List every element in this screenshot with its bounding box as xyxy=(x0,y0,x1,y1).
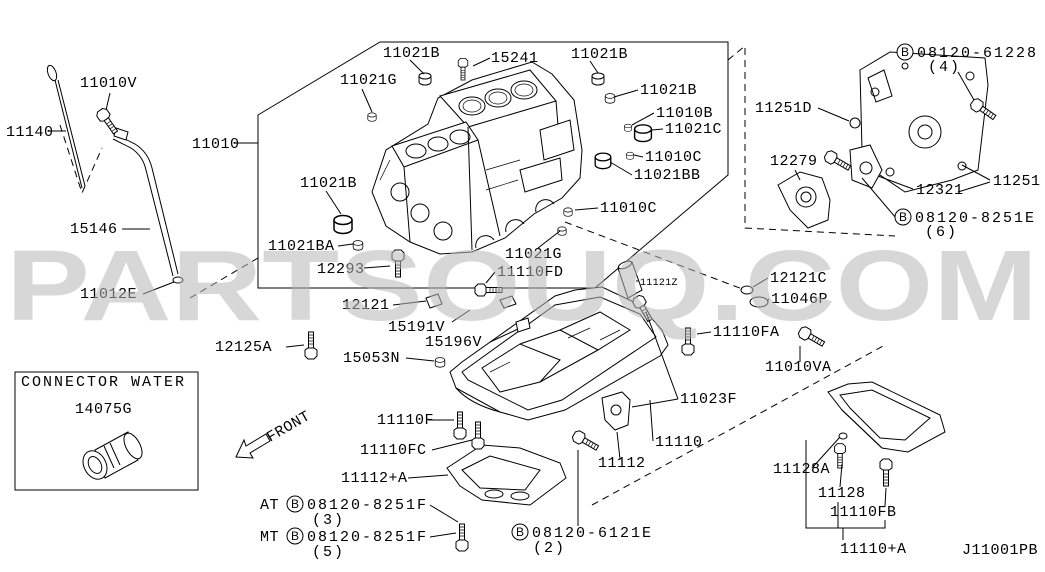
oil-level-gauge xyxy=(46,64,86,189)
water-connector xyxy=(82,431,143,480)
oil-pan-upper xyxy=(425,286,669,421)
oil-pan-lower xyxy=(827,381,946,453)
bolt-symbol-icon xyxy=(286,495,304,513)
callout-11110F[interactable]: 11110F xyxy=(377,412,434,429)
bolt-symbol-icon xyxy=(894,208,912,226)
callout-12279[interactable]: 12279 xyxy=(770,153,818,170)
o-ring xyxy=(740,285,754,295)
callout-15241[interactable]: 15241 xyxy=(491,50,539,67)
bolt-spec-08120-6121E[interactable]: B 08120-6121E (2) xyxy=(511,523,653,557)
callout-11121Z[interactable]: 11121Z xyxy=(640,278,678,289)
bolt-symbol-letter: B xyxy=(291,529,299,543)
bolt-spec-qty: (4) xyxy=(928,59,961,76)
plug-11251d xyxy=(849,117,861,129)
callout-15146[interactable]: 15146 xyxy=(70,221,118,238)
callout-11110FA[interactable]: 11110FA xyxy=(713,324,780,341)
callout-11021B[interactable]: 11021B xyxy=(640,82,697,99)
callout-11010VA[interactable]: 11010VA xyxy=(765,359,832,376)
callout-11110FB[interactable]: 11110FB xyxy=(830,504,897,521)
bolt-spec-prefix: MT xyxy=(260,529,279,546)
bolt-spec-08120-8251E[interactable]: B 08120-8251E (6) xyxy=(894,208,1036,241)
baffle-plate xyxy=(446,444,567,506)
bolt-spec-qty: (6) xyxy=(925,224,958,241)
callout-11112-A[interactable]: 11112+A xyxy=(341,470,408,487)
callout-15053N[interactable]: 15053N xyxy=(343,350,400,367)
bolt-spec-code[interactable]: 08120-6121E xyxy=(532,525,653,542)
oil-strainer xyxy=(601,391,631,431)
callout-11128[interactable]: 11128 xyxy=(818,485,866,502)
callout-11110FD[interactable]: 11110FD xyxy=(497,264,564,281)
bolt-spec-qty: (3) xyxy=(312,512,345,529)
callout-11110[interactable]: 11110 xyxy=(655,434,703,451)
bolt-spec-08120-61228[interactable]: B 08120-61228 (4) xyxy=(896,43,1038,76)
diagram-code: J11001PB xyxy=(962,542,1038,559)
bolt-spec-code[interactable]: 08120-8251F xyxy=(307,529,428,546)
bolt-symbol-icon xyxy=(511,523,529,541)
callout-11251D[interactable]: 11251D xyxy=(755,100,812,117)
watermark: PARTSOUQ.COM xyxy=(6,230,1038,342)
rear-plate-gasket xyxy=(849,144,883,189)
callout-11112[interactable]: 11112 xyxy=(598,455,646,472)
callout-11128A[interactable]: 11128A xyxy=(773,461,830,478)
bolt-spec-qty: (2) xyxy=(533,540,566,557)
callout-12321[interactable]: 12321 xyxy=(916,182,964,199)
cylinder-block xyxy=(371,61,583,255)
callout-11010C[interactable]: 11010C xyxy=(645,149,702,166)
bolt-spec-mt-08120-8251F[interactable]: MT B 08120-8251F (5) xyxy=(260,527,428,561)
gasket xyxy=(749,296,769,308)
engine-block-frame xyxy=(257,41,729,289)
bolt-spec-code[interactable]: 08120-61228 xyxy=(917,45,1038,62)
connector-water-inset: CONNECTOR WATER 14075G xyxy=(14,371,199,491)
callout-15191V[interactable]: 15191V xyxy=(388,319,445,336)
front-label: FRONT xyxy=(264,408,314,446)
callout-11021B[interactable]: 11021B xyxy=(383,45,440,62)
bolt-symbol-letter: B xyxy=(901,45,909,59)
bolt-spec-code[interactable]: 08120-8251F xyxy=(307,497,428,514)
callout-11251[interactable]: 11251 xyxy=(993,173,1041,190)
callout-11010B[interactable]: 11010B xyxy=(656,105,713,122)
bolt-symbol-letter: B xyxy=(291,497,299,511)
callout-11021B[interactable]: 11021B xyxy=(571,46,628,63)
callout-11021BA[interactable]: 11021BA xyxy=(268,238,335,255)
bolt-symbol-letter: B xyxy=(516,525,524,539)
callout-14075G[interactable]: 14075G xyxy=(75,401,132,418)
bolt-symbol-icon xyxy=(896,43,914,61)
callout-12121[interactable]: 12121 xyxy=(342,297,390,314)
callout-11021C[interactable]: 11021C xyxy=(665,121,722,138)
callout-11010[interactable]: 11010 xyxy=(192,136,240,153)
bolt-spec-at-08120-8251F[interactable]: AT B 08120-8251F (3) xyxy=(260,495,428,529)
callouts: 11021B 15241 11021B 11021G 11021B 11010B… xyxy=(6,45,1041,558)
callout-11010V[interactable]: 11010V xyxy=(80,75,137,92)
callout-12125A[interactable]: 12125A xyxy=(215,339,272,356)
callout-12293[interactable]: 12293 xyxy=(317,261,365,278)
callout-12121C[interactable]: 12121C xyxy=(770,270,827,287)
callout-11012E[interactable]: 11012E xyxy=(80,286,137,303)
callout-11023F[interactable]: 11023F xyxy=(680,391,737,408)
bolt-spec-code[interactable]: 08120-8251E xyxy=(915,210,1036,227)
front-direction-indicator: FRONT xyxy=(235,408,314,459)
callout-11021B[interactable]: 11021B xyxy=(300,175,357,192)
callout-11110-A[interactable]: 11110+A xyxy=(840,541,907,558)
guide-lines xyxy=(59,44,896,506)
callout-11110FC[interactable]: 11110FC xyxy=(360,442,427,459)
bolt-spec-prefix: AT xyxy=(260,497,279,514)
oil-filter xyxy=(617,260,643,299)
bolt-symbol-icon xyxy=(286,527,304,545)
callout-11021G[interactable]: 11021G xyxy=(505,246,562,263)
bolt-symbol-letter: B xyxy=(899,210,907,224)
leader-lines xyxy=(48,57,991,540)
callout-11010C[interactable]: 11010C xyxy=(600,200,657,217)
callout-11021G[interactable]: 11021G xyxy=(340,72,397,89)
callout-11021BB[interactable]: 11021BB xyxy=(634,167,701,184)
callout-11140[interactable]: 11140 xyxy=(6,124,54,141)
inset-title: CONNECTOR WATER xyxy=(21,374,186,391)
callout-15196V[interactable]: 15196V xyxy=(425,334,482,351)
callout-11046P[interactable]: 11046P xyxy=(771,291,828,308)
oil-seal-retainer xyxy=(777,171,831,229)
bolt-spec-qty: (5) xyxy=(312,544,345,561)
